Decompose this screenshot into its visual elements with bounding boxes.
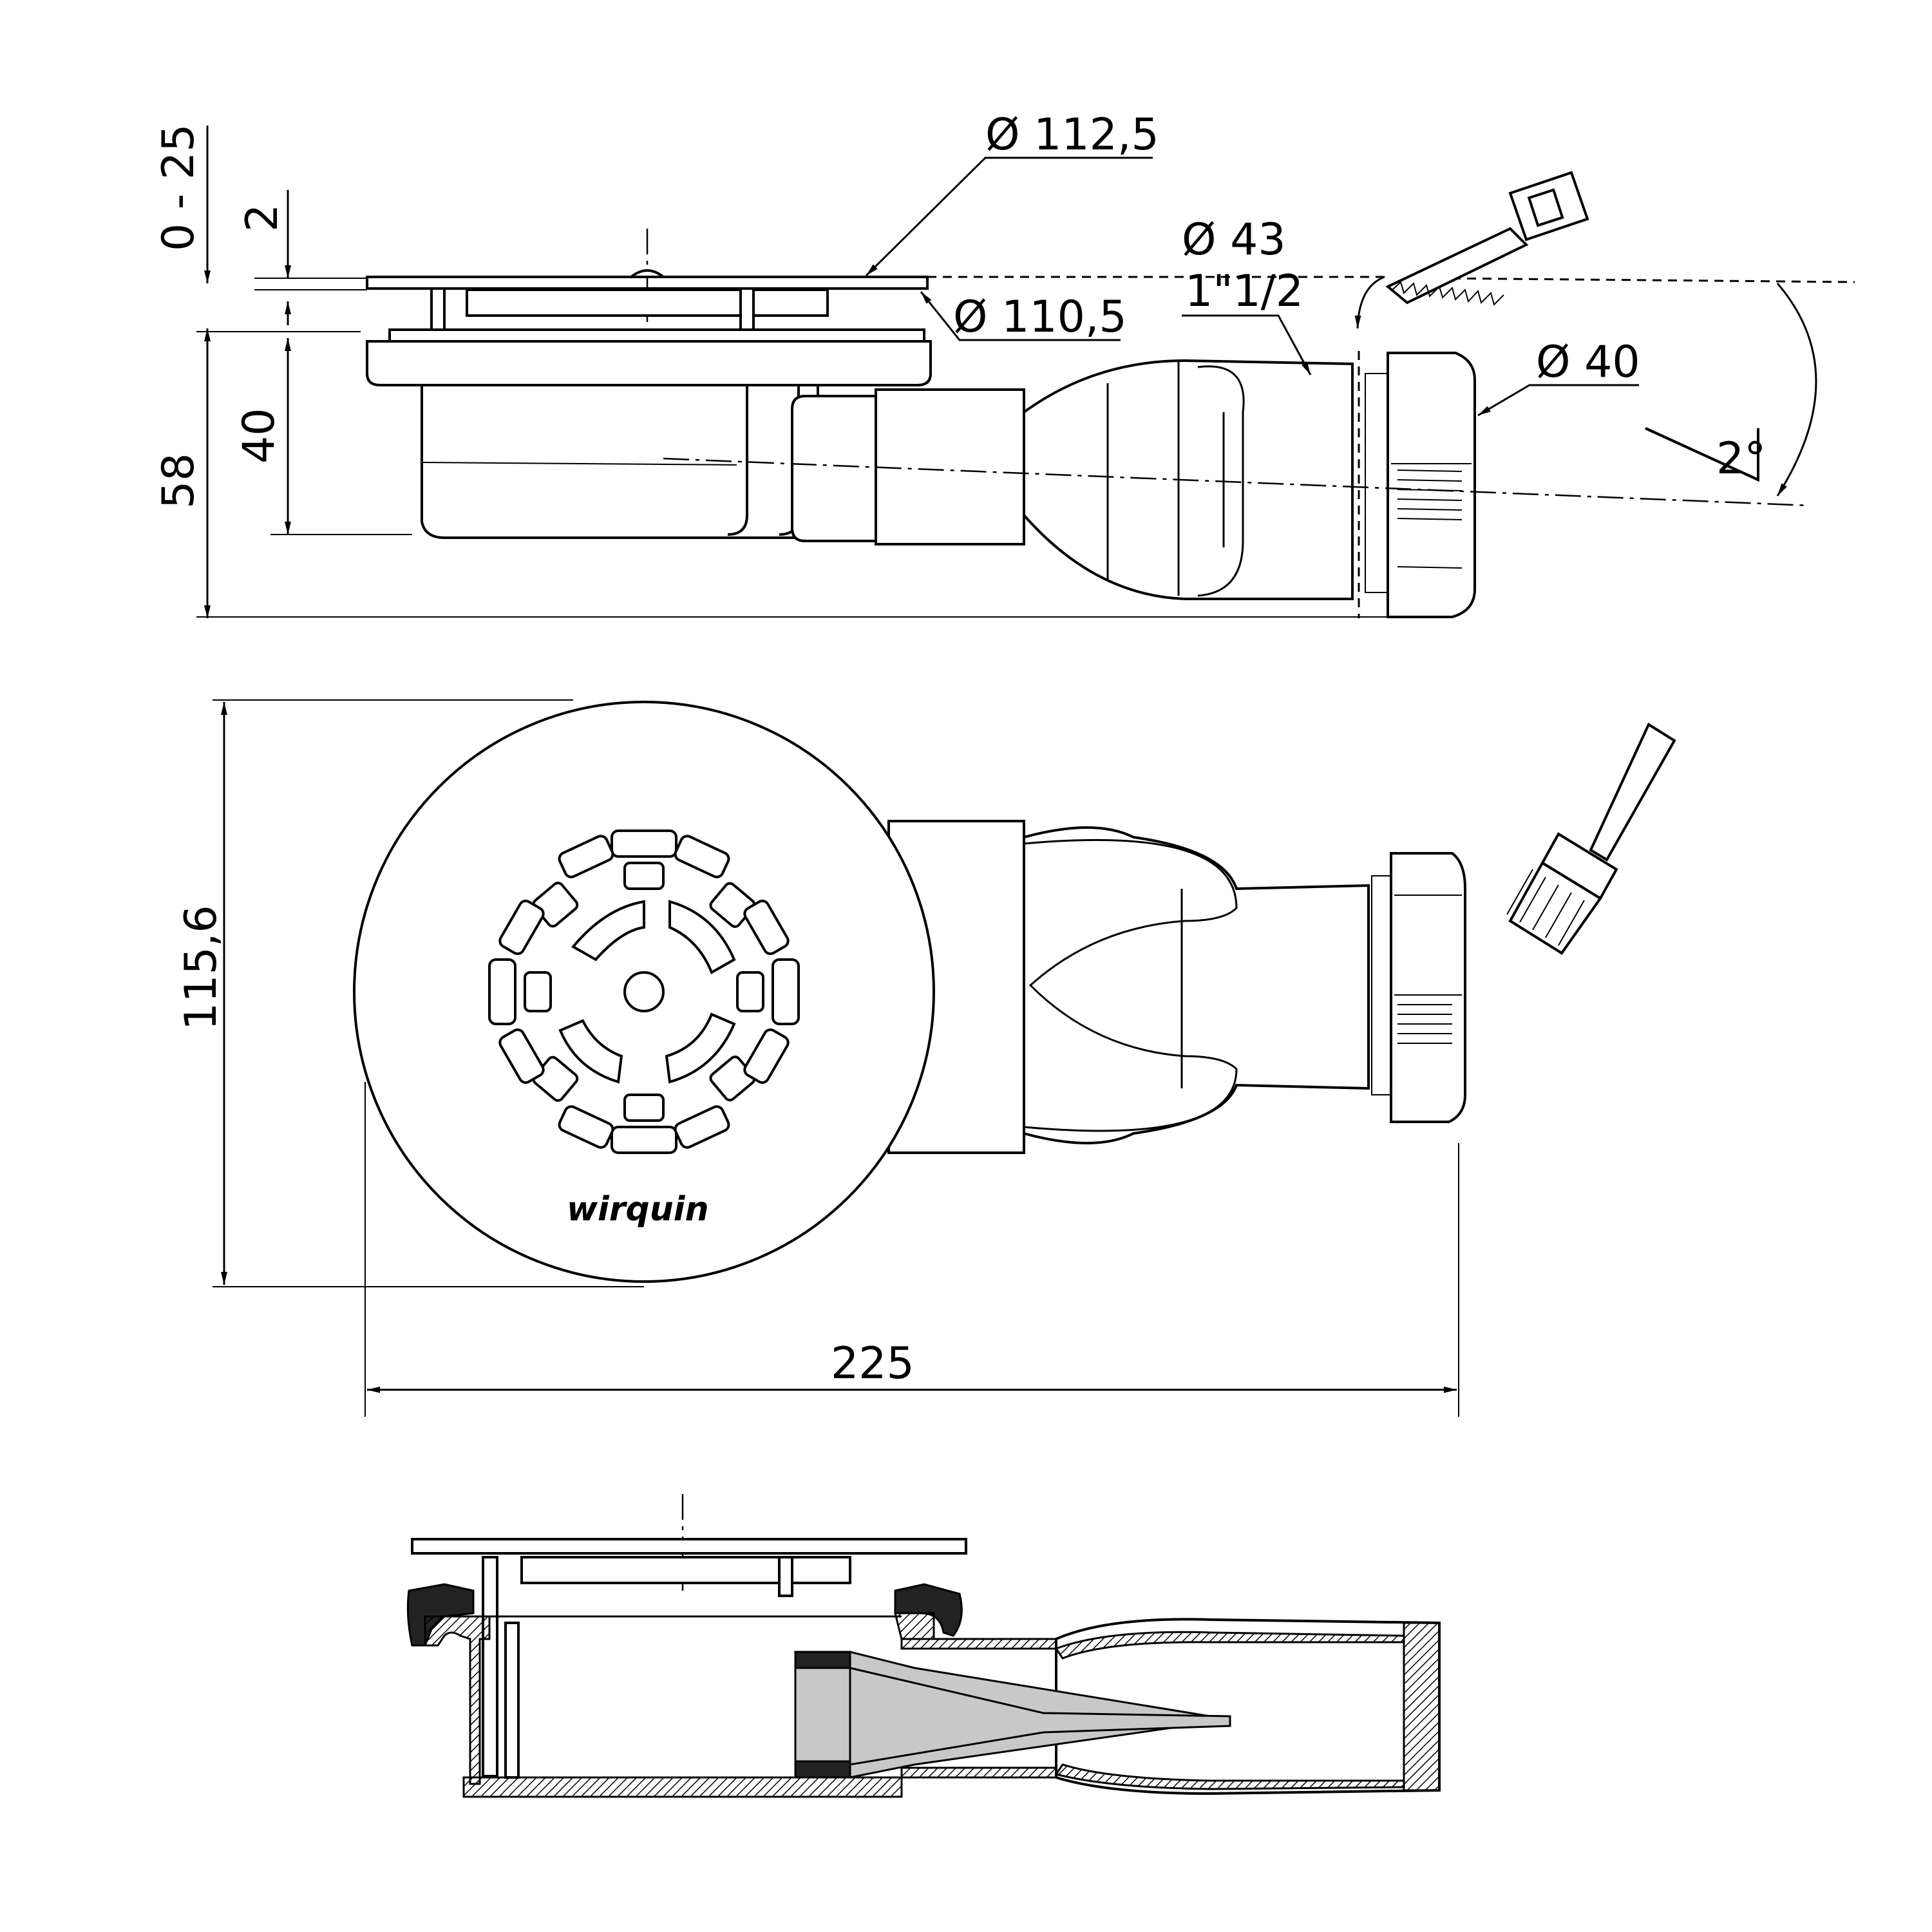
section-view — [406, 1494, 1441, 1798]
body-flange — [366, 340, 932, 386]
dim-nut-diameter: Ø 40 — [1536, 337, 1640, 388]
dim-thread-size: 1"1/2 — [1185, 266, 1303, 317]
dim-height-range: 0 - 25 — [153, 124, 204, 251]
body-cup — [421, 384, 819, 539]
grate-support — [466, 289, 829, 317]
dim-width: 115,6 — [176, 905, 227, 1030]
brush-icon — [1506, 723, 1676, 955]
body-wall-left — [424, 1615, 491, 1785]
section-grate — [411, 1538, 967, 1555]
dim-grate-thickness: 2 — [237, 204, 288, 232]
dim-slope: 2° — [1716, 433, 1766, 484]
rotate-arrow-icon — [1354, 276, 1385, 329]
body-floor — [462, 1776, 903, 1798]
dim-outlet-diameter: Ø 43 — [1182, 214, 1286, 265]
dim-total-height: 58 — [153, 453, 204, 509]
dim-body-height: 40 — [234, 408, 285, 464]
plan-nut — [1390, 852, 1466, 1123]
dim-grate-diameter: Ø 112,5 — [985, 109, 1159, 160]
dim-length: 225 — [831, 1338, 914, 1389]
outlet-sleeve — [875, 388, 1025, 545]
dim-body-diameter: Ø 110,5 — [953, 292, 1127, 343]
plan-nut-ribs — [1397, 1004, 1452, 1044]
grate-slots — [488, 829, 800, 1154]
grate-center-hole — [623, 971, 665, 1012]
outlet-nut — [1387, 352, 1476, 618]
saw-icon — [1385, 171, 1589, 306]
axis-line — [663, 457, 1810, 507]
plan-view: 115,6 225 — [176, 699, 1676, 1417]
brand-logo: wirquin — [567, 1190, 709, 1229]
slope-arc — [1776, 283, 1817, 497]
plan-outlet-pipe — [1023, 826, 1370, 1144]
side-view: 0 - 25 2 40 58 — [153, 109, 1855, 618]
